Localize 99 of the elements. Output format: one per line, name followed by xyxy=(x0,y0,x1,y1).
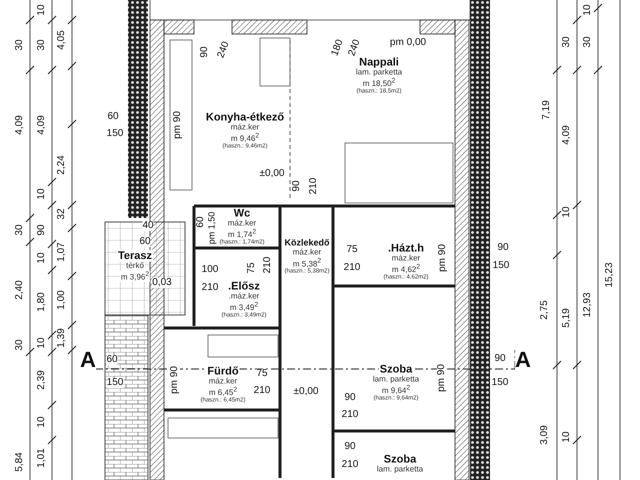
floor-area: m 1,74$^{2}$ xyxy=(226,228,258,240)
level-mark: ±0,00 xyxy=(260,169,284,179)
dimension-value: 30 xyxy=(15,39,25,51)
dimension-value: 12,93 xyxy=(583,292,593,318)
door-size: 75 xyxy=(247,262,257,274)
dimension-value: 1,07 xyxy=(57,242,67,262)
room-name: Wc xyxy=(232,208,252,220)
dimension-value: 10 xyxy=(37,337,47,349)
sill-height: pm 0,00 xyxy=(390,38,426,48)
window-size: 90 xyxy=(497,243,509,253)
dimension-value: 4,09 xyxy=(562,125,572,145)
floor-finish: lam. parketta xyxy=(354,68,404,78)
section-marker: A xyxy=(515,349,531,371)
door-size: 210 xyxy=(342,460,358,470)
window-size: 150 xyxy=(106,129,124,139)
section-marker: A xyxy=(80,349,96,371)
dimension-value: 10 xyxy=(562,431,572,443)
room-name: Terasz xyxy=(116,250,154,262)
window-size: 60 xyxy=(196,216,206,228)
floor-area: m 18,50$^{2}$ xyxy=(362,77,396,89)
door-size: 75 xyxy=(256,369,268,379)
door-size: 210 xyxy=(254,386,270,396)
room-name: Szoba xyxy=(382,454,418,466)
floor-finish: térkő xyxy=(125,262,145,271)
dimension-value: 30 xyxy=(15,224,25,236)
dimension-value: 10 xyxy=(583,4,593,16)
door-size: 90 xyxy=(344,442,356,452)
dimension-value: 4,09 xyxy=(15,115,25,135)
dimension-value: 1,39 xyxy=(57,328,67,348)
floor-area: m 4,62$^{2}$ xyxy=(390,263,422,275)
window-size: 60 xyxy=(107,112,119,122)
window-size: 60 xyxy=(139,237,151,247)
floor-area: m 3,49$^{2}$ xyxy=(228,301,260,313)
window-size: 150 xyxy=(492,378,508,388)
level-mark: 0,03 xyxy=(152,278,172,288)
dimension-value: 1,80 xyxy=(37,292,47,312)
door-size: 75 xyxy=(346,245,358,255)
dimension-value: 30 xyxy=(37,39,47,51)
dimension-value: 32 xyxy=(57,208,67,220)
door-size: 210 xyxy=(263,256,273,274)
dimension-value: 4,09 xyxy=(37,115,47,135)
window-size: 40 xyxy=(142,221,154,231)
room-name: .Elősz xyxy=(227,280,261,293)
dimension-value: 2,39 xyxy=(37,370,47,390)
dimension-value: 30 xyxy=(583,36,593,48)
door-size: 90 xyxy=(292,180,302,192)
sill-height: pm 90 xyxy=(437,364,447,392)
dimension-value: 2,75 xyxy=(540,300,550,320)
dimension-value: 10 xyxy=(37,4,47,16)
floor-area: m 6,45$^{2}$ xyxy=(208,386,238,398)
door-size: 90 xyxy=(344,393,356,403)
window-size: 60 xyxy=(106,355,118,365)
dimension-value: 15,23 xyxy=(605,262,615,288)
room-name: Szoba xyxy=(378,364,414,376)
dimension-value: 3,09 xyxy=(540,425,550,445)
window-size: 90 xyxy=(494,354,506,364)
dimension-value: 10 xyxy=(37,188,47,200)
dimension-value: 10 xyxy=(37,416,47,428)
floor-area: m 9,64$^{2}$ xyxy=(380,384,412,396)
dimension-value: 30 xyxy=(562,36,572,48)
door-size: 90 xyxy=(200,46,210,58)
dimension-value: 2,24 xyxy=(57,155,67,175)
floor-finish: máz.ker xyxy=(230,124,260,132)
door-size: 210 xyxy=(202,283,218,293)
floor-finish: máz.ker xyxy=(390,254,422,264)
dimension-value: 2,40 xyxy=(15,280,25,300)
floor-finish: máz.ker xyxy=(292,248,322,258)
door-size: 100 xyxy=(202,265,218,275)
room-name: .Házt.h xyxy=(386,242,426,255)
door-size: 210 xyxy=(309,178,319,194)
window-size: 150 xyxy=(106,378,124,388)
dimension-value: 30 xyxy=(15,339,25,351)
floor-area: m 5,38$^{2}$ xyxy=(292,257,322,269)
floor-finish: lam. parketta xyxy=(372,376,420,384)
dimension-value: 5,84 xyxy=(15,452,25,472)
door-size: 210 xyxy=(344,263,360,273)
sill-height: pm 90 xyxy=(170,366,180,394)
dimension-value: 1,01 xyxy=(37,448,47,468)
dimension-value: 7,19 xyxy=(542,100,552,120)
sill-height: pm 90 xyxy=(173,111,183,139)
dimension-value: 10 xyxy=(37,252,47,264)
floor-area: m 9,46$^{2}$ xyxy=(230,132,260,144)
dimension-value: 1,00 xyxy=(57,290,67,310)
floor-finish: máz.ker xyxy=(226,220,258,228)
floor-finish: .máz.ker xyxy=(228,292,260,302)
dimension-value: 90 xyxy=(37,224,47,236)
floor-finish: lam. parketta xyxy=(376,466,424,474)
room-name: Fürdő xyxy=(206,366,240,378)
dimension-value: 4,05 xyxy=(57,30,67,50)
door-size: 210 xyxy=(342,410,358,420)
dimension-value: 10 xyxy=(562,206,572,218)
dimension-value: 5,19 xyxy=(562,308,572,328)
floor-finish: máz.ker xyxy=(208,378,238,386)
room-name: Közlekedő xyxy=(283,238,330,249)
floor-area: m 3,96$^{2}$ xyxy=(120,270,150,282)
room-name: Konyha-étkező xyxy=(204,112,286,124)
room-name: Nappali xyxy=(358,56,400,69)
level-mark: ±0,00 xyxy=(294,387,318,397)
window-size: 150 xyxy=(492,261,510,271)
